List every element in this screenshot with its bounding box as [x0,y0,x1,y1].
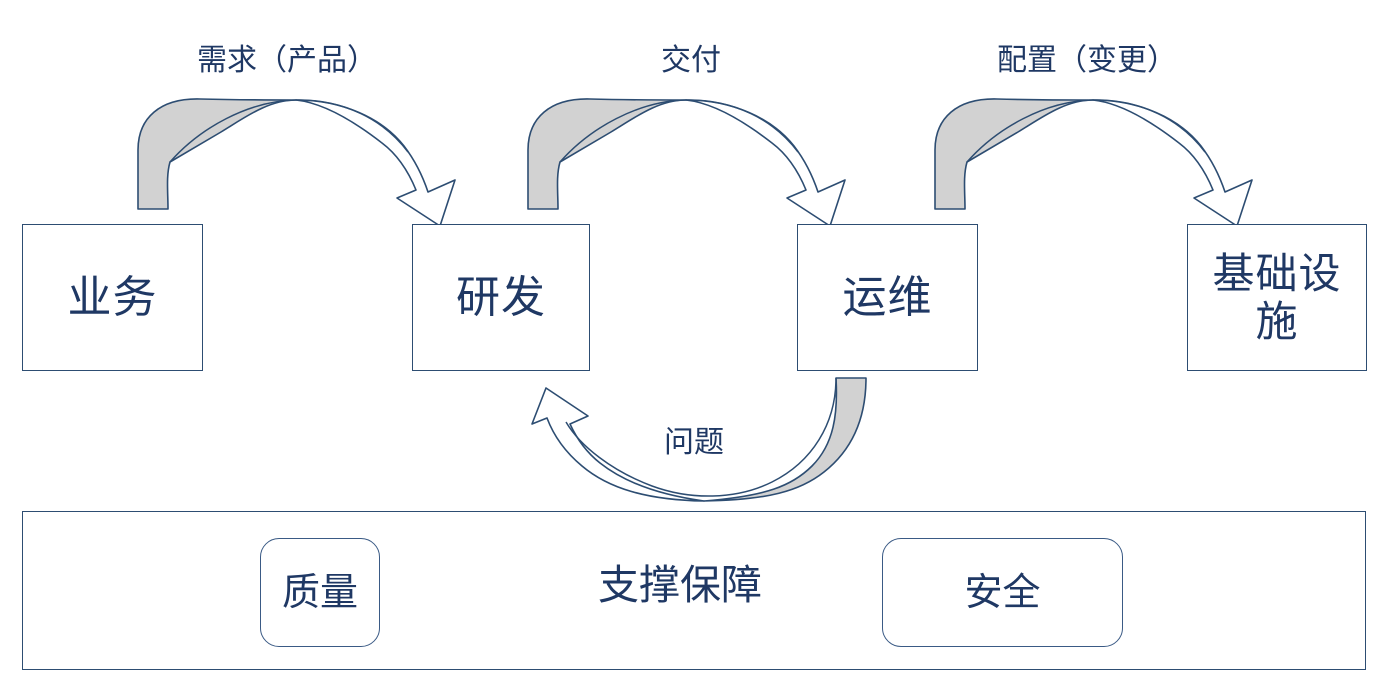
arrow-requirement-tail [137,98,297,210]
arrow-label-requirement: 需求（产品） [197,44,377,77]
arrow-issue [531,377,867,502]
arrow-delivery [527,98,846,227]
arrow-delivery-tail [527,98,687,210]
arrow-issue-inner-edge [565,377,837,497]
node-infrastructure[interactable]: 基础设施 [1187,224,1367,371]
support-item-security[interactable]: 安全 [882,538,1123,647]
arrow-label-issue: 问题 [664,426,724,459]
arrow-configuration-inner-edge [966,99,1206,163]
node-business[interactable]: 业务 [22,224,203,371]
arrow-requirement [137,98,456,227]
arrow-configuration [934,98,1253,227]
arrow-requirement-head [295,99,456,227]
support-bar [22,511,1366,670]
arrow-requirement-inner-edge [169,99,409,163]
arrow-configuration-head [1092,99,1253,227]
arrow-delivery-inner-edge [559,99,799,163]
arrow-label-delivery: 交付 [661,44,721,77]
arrow-issue-tail [703,377,867,502]
support-bar-label: 支撑保障 [598,562,762,608]
arrow-issue-head [531,387,705,502]
arrow-label-configuration: 配置（变更） [997,44,1177,77]
arrow-delivery-head [685,99,846,227]
support-item-quality[interactable]: 质量 [260,538,380,647]
arrow-configuration-tail [934,98,1094,210]
node-ops[interactable]: 运维 [797,224,978,371]
node-rd[interactable]: 研发 [412,224,590,371]
